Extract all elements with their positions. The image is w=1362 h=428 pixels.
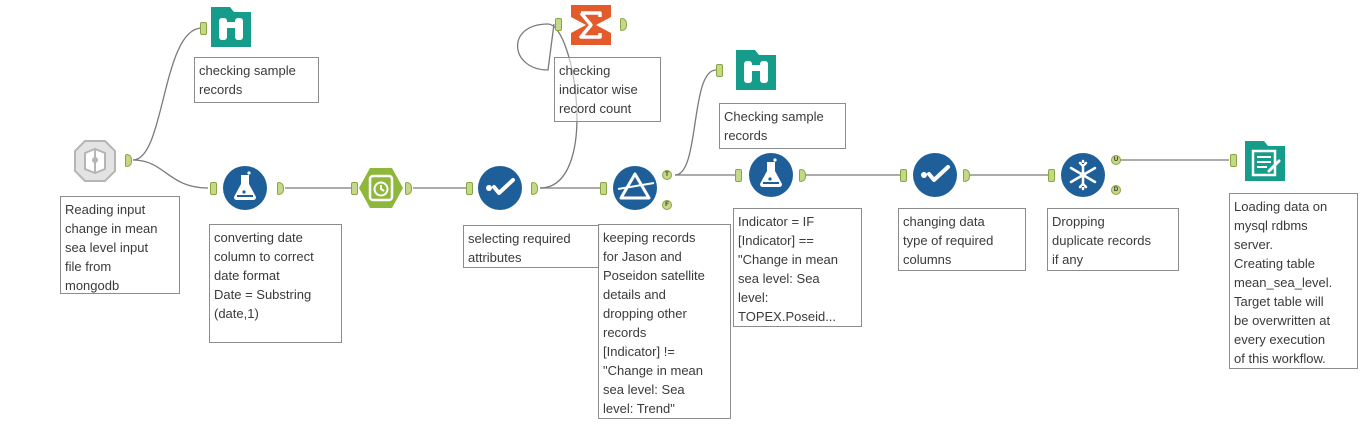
output-document-icon: [1245, 141, 1285, 181]
wire-filter-to-browse2: [674, 69, 717, 176]
binoculars-icon: [736, 50, 776, 90]
checkmark-icon: [478, 166, 522, 210]
unique-duplicate-anchor[interactable]: D: [1111, 185, 1121, 195]
filter-tool[interactable]: [612, 165, 658, 211]
formula-tool-2[interactable]: [748, 152, 794, 198]
browse-tool-2[interactable]: [733, 47, 779, 93]
wire-select1-to-summarize: [516, 23, 578, 189]
annotation-unique: Dropping duplicate records if any: [1047, 208, 1179, 271]
select2-input-anchor[interactable]: [900, 169, 907, 182]
database-input-icon: [74, 140, 116, 182]
select-tool-2[interactable]: [912, 152, 958, 198]
browse2-input-anchor[interactable]: [716, 64, 723, 77]
flask-icon: [749, 153, 793, 197]
summarize-input-anchor[interactable]: [555, 18, 562, 31]
filter-false-anchor[interactable]: F: [662, 200, 672, 210]
clock-hexagon-icon: [359, 168, 403, 208]
select1-input-anchor[interactable]: [466, 182, 473, 195]
flask-icon: [223, 166, 267, 210]
summarize-tool[interactable]: [568, 2, 614, 48]
annotation-formula2: Indicator = IF [Indicator] == "Change in…: [733, 208, 862, 327]
filter-input-anchor[interactable]: [600, 182, 607, 195]
input-output-anchor[interactable]: [125, 154, 132, 167]
unique-unique-anchor[interactable]: U: [1111, 155, 1121, 165]
unique-tool[interactable]: [1060, 152, 1106, 198]
datetime-output-anchor[interactable]: [405, 182, 412, 195]
input-data-tool[interactable]: [72, 138, 118, 184]
annotation-summarize: checking indicator wise record count: [554, 57, 661, 122]
formula-tool-1[interactable]: [222, 165, 268, 211]
output-data-tool[interactable]: [1242, 138, 1288, 184]
formula2-input-anchor[interactable]: [735, 169, 742, 182]
output-input-anchor[interactable]: [1230, 154, 1237, 167]
wire-input-to-browse1: [132, 27, 203, 161]
annotation-select1: selecting required attributes: [463, 225, 600, 268]
formula1-input-anchor[interactable]: [210, 182, 217, 195]
annotation-input: Reading input change in mean sea level i…: [60, 196, 180, 294]
datetime-tool[interactable]: [358, 165, 404, 211]
unique-input-anchor[interactable]: [1048, 169, 1055, 182]
binoculars-icon: [211, 7, 251, 47]
formula2-output-anchor[interactable]: [799, 169, 806, 182]
browse-tool-1[interactable]: [208, 4, 254, 50]
filter-true-anchor[interactable]: T: [662, 170, 672, 180]
browse1-input-anchor[interactable]: [200, 22, 207, 35]
select-tool-1[interactable]: [477, 165, 523, 211]
select1-output-anchor[interactable]: [531, 182, 538, 195]
annotation-browse1: checking sample records: [194, 57, 319, 103]
annotation-browse2: Checking sample records: [719, 103, 846, 149]
datetime-input-anchor[interactable]: [351, 182, 358, 195]
annotation-output: Loading data on mysql rdbms server. Crea…: [1229, 193, 1358, 369]
annotation-formula1: converting date column to correct date f…: [209, 224, 342, 343]
annotation-filter: keeping records for Jason and Poseidon s…: [598, 224, 731, 419]
annotation-select2: changing data type of required columns: [898, 208, 1026, 271]
sigma-icon: [571, 5, 611, 45]
checkmark-icon: [913, 153, 957, 197]
wire-input-to-formula1: [132, 159, 209, 189]
formula1-output-anchor[interactable]: [277, 182, 284, 195]
summarize-output-anchor[interactable]: [620, 18, 627, 31]
filter-triangle-icon: [613, 166, 657, 210]
snowflake-icon: [1061, 153, 1105, 197]
select2-output-anchor[interactable]: [963, 169, 970, 182]
